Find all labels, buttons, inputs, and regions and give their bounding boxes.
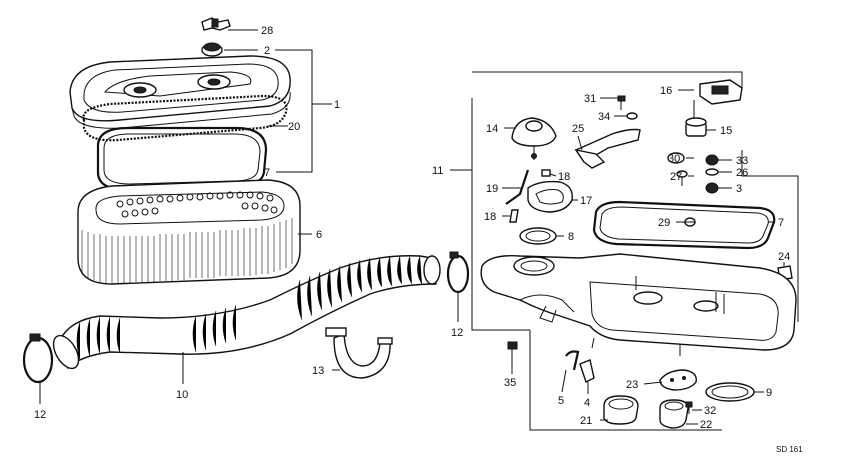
callout-16: 16 [660, 85, 672, 97]
pin-18-upper [541, 169, 551, 177]
callout-12-left: 12 [34, 409, 46, 421]
callout-28: 28 [261, 25, 273, 37]
callout-31: 31 [584, 93, 596, 105]
hose-corrugations [76, 255, 423, 361]
callout-17: 17 [580, 195, 592, 207]
callout-5: 5 [558, 395, 564, 407]
callout-11: 11 [432, 165, 443, 177]
callout-26: 26 [736, 167, 748, 179]
rod-19 [505, 169, 530, 205]
callout-25: 25 [572, 123, 584, 135]
seal-9 [705, 382, 755, 402]
diaphragm-14 [511, 117, 557, 160]
clip-4 [579, 359, 595, 383]
bracket-25 [574, 128, 641, 169]
callout-24: 24 [778, 251, 790, 263]
element-pleats [81, 218, 293, 283]
screw-31 [617, 95, 626, 110]
callout-13: 13 [312, 365, 324, 377]
bolt-27 [676, 170, 688, 186]
callout-14: 14 [486, 123, 498, 135]
callout-33: 33 [736, 155, 748, 167]
callout-35: 35 [504, 377, 516, 389]
callout-9: 9 [766, 387, 772, 399]
nut-33 [705, 154, 719, 166]
callout-27: 27 [670, 171, 682, 183]
callout-18-lower: 18 [484, 211, 496, 223]
flap-17 [527, 180, 573, 213]
callout-21: 21 [580, 415, 592, 427]
cap-22 [659, 399, 689, 429]
callout-19: 19 [486, 183, 498, 195]
washer-26 [705, 168, 719, 176]
callout-7-left: 7 [264, 167, 270, 179]
callout-12-right: 12 [451, 327, 463, 339]
washer-34 [626, 112, 638, 120]
callout-20: 20 [288, 121, 300, 133]
callout-34: 34 [598, 111, 610, 123]
callout-4: 4 [584, 397, 590, 409]
cap-21 [603, 395, 639, 425]
callout-3: 3 [736, 183, 742, 195]
element-mesh [116, 191, 278, 218]
callout-22: 22 [700, 419, 712, 431]
screw-32 [685, 401, 693, 414]
callout-8: 8 [568, 231, 574, 243]
callout-18-upper: 18 [558, 171, 570, 183]
gasket-7-right [592, 200, 776, 250]
valve-15 [685, 117, 707, 137]
element-6 [77, 179, 301, 285]
plate-23 [659, 369, 697, 391]
callout-32: 32 [704, 405, 716, 417]
diagram-code: SD 161 [776, 445, 803, 454]
wing-nut-28 [201, 17, 231, 31]
hose-10 [52, 255, 441, 370]
ring-8 [519, 227, 557, 245]
bolt-35 [507, 341, 518, 362]
grommet-2 [201, 42, 223, 57]
pin-18-lower [509, 209, 519, 223]
callout-2: 2 [264, 45, 270, 57]
bracket-13 [325, 327, 393, 379]
callout-6: 6 [316, 229, 322, 241]
clip-5 [565, 350, 580, 371]
callout-29: 29 [658, 217, 670, 229]
sensor-16 [693, 79, 743, 124]
callout-10: 10 [176, 389, 188, 401]
clamp-12-left [22, 333, 54, 384]
nut-3 [705, 182, 719, 194]
callout-7-right: 7 [778, 217, 784, 229]
callout-1: 1 [334, 99, 340, 111]
callout-23: 23 [626, 379, 638, 391]
leader-lines [39, 29, 799, 431]
air-cleaner-case [480, 253, 797, 356]
callout-labels: 28 2 1 20 7 6 10 12 13 12 11 16 31 34 14… [34, 25, 803, 454]
clamp-12-right [446, 251, 470, 294]
callout-30: 30 [668, 153, 680, 165]
air-cleaner-cover-1 [69, 55, 291, 129]
callout-15: 15 [720, 125, 732, 137]
plug-30 [667, 152, 685, 164]
